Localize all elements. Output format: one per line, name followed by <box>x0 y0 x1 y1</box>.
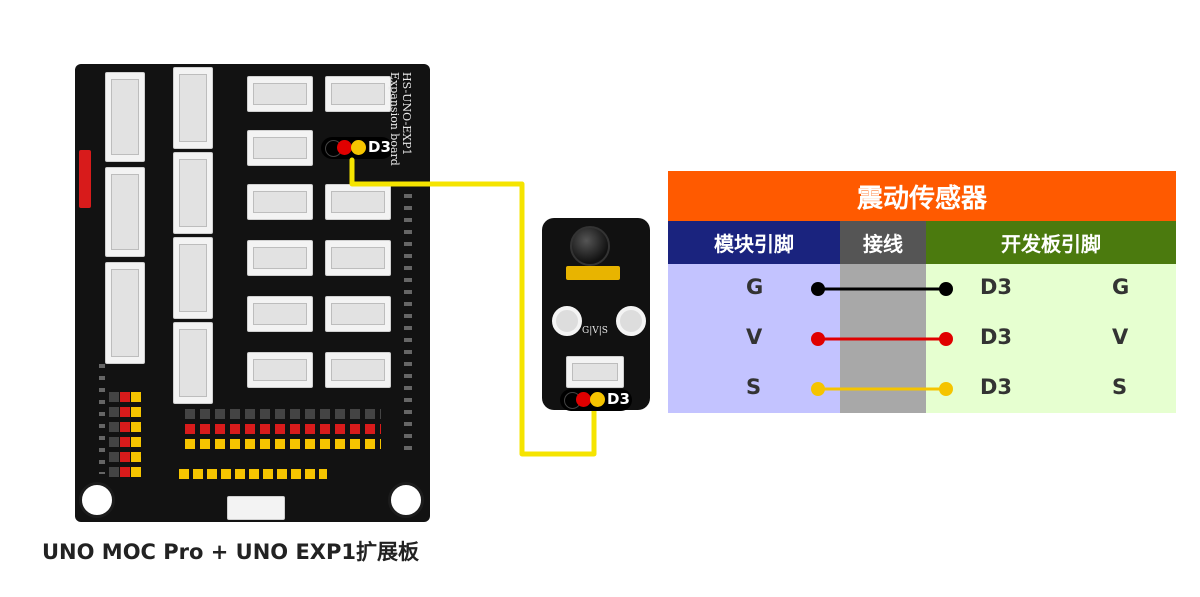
signal-wire <box>349 157 597 457</box>
digital-gnd-row <box>185 409 381 419</box>
signal-dot <box>351 140 366 155</box>
bottom-connector <box>227 496 285 520</box>
connector-d4 <box>325 184 391 220</box>
header-wire: 接线 <box>840 221 926 264</box>
connector-a1 <box>247 240 313 276</box>
vcc-dot <box>337 140 352 155</box>
connector-d6 <box>325 296 391 332</box>
table-title: 震动传感器 <box>668 171 1176 221</box>
connector-a3 <box>247 352 313 388</box>
connector-p4 <box>173 322 213 404</box>
connector-p7 <box>105 262 145 364</box>
connector-d10 <box>247 76 313 112</box>
mounting-hole <box>388 482 424 518</box>
module-pin-v: V <box>746 325 763 349</box>
module-pin-label: G|V|S <box>582 326 608 336</box>
module-pin-g: G <box>746 275 764 299</box>
board-pin-v: V <box>1112 325 1129 349</box>
power-header <box>79 150 91 208</box>
wire-v <box>811 332 953 346</box>
pin-row-left <box>99 364 105 474</box>
board-pin-s: S <box>1112 375 1128 399</box>
connector-d11 <box>247 130 313 166</box>
signal-dot <box>590 392 605 407</box>
port-tag: D3 <box>607 390 630 408</box>
wire-g <box>811 282 953 296</box>
connector-p6 <box>105 167 145 257</box>
port-tag: D3 <box>368 138 391 156</box>
vcc-dot <box>576 392 591 407</box>
d3-port-plug: D3 <box>321 137 393 159</box>
module-plug: D3 <box>560 389 632 411</box>
header-board-pin: 开发板引脚 <box>926 221 1176 264</box>
vibration-motor <box>570 226 610 266</box>
connector-p5 <box>105 72 145 162</box>
board-column-body <box>926 264 1176 413</box>
connector-p1 <box>173 67 213 149</box>
connector-d2 <box>325 76 391 112</box>
connector-d8 <box>325 352 391 388</box>
expansion-board: D3 HS-UNO-EXP1 Expansion board <box>75 64 430 522</box>
bottom-header <box>179 469 327 479</box>
module-connector <box>566 356 624 388</box>
connector-p3 <box>173 237 213 319</box>
connector-d5 <box>325 240 391 276</box>
header-module-pin: 模块引脚 <box>668 221 840 264</box>
module-pin-s: S <box>746 375 762 399</box>
wire-s <box>811 382 953 396</box>
board-port-1: D3 <box>980 275 1013 299</box>
pin-row-right <box>404 194 412 454</box>
board-port-2: D3 <box>980 325 1013 349</box>
vibration-sensor-module: G|V|S <box>542 218 650 410</box>
digital-signal-row <box>185 439 381 449</box>
mounting-hole <box>79 482 115 518</box>
board-caption: UNO MOC Pro + UNO EXP1扩展板 <box>42 540 419 564</box>
sensor-element <box>566 266 620 280</box>
digital-vcc-row <box>185 424 381 434</box>
board-port-3: D3 <box>980 375 1013 399</box>
mounting-hole <box>616 306 646 336</box>
connector-p2 <box>173 152 213 234</box>
analog-header <box>109 392 141 480</box>
mounting-hole <box>552 306 582 336</box>
connector-a2 <box>247 296 313 332</box>
connector-a0 <box>247 184 313 220</box>
board-pin-g: G <box>1112 275 1130 299</box>
